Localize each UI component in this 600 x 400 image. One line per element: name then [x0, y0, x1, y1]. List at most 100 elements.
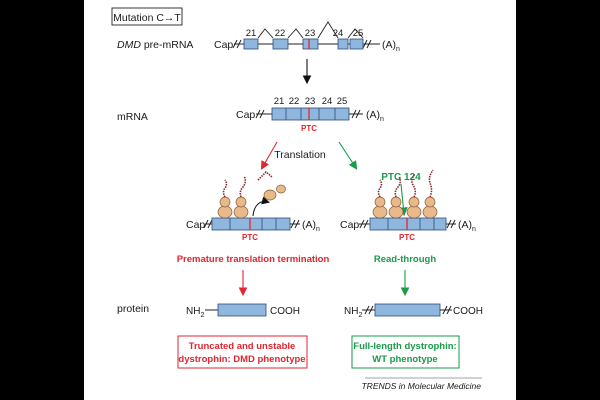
break-mark: [355, 109, 361, 119]
ribosome-large: [233, 205, 249, 219]
nascent-peptide: [428, 169, 434, 198]
exon-number: 25: [337, 96, 348, 107]
right-mrna-block: [369, 217, 447, 231]
pre-mrna-label: DMD pre-mRNA: [117, 39, 193, 51]
released-ribosome: [276, 184, 286, 194]
ribosome-small: [235, 196, 247, 208]
right-translation-complex: PTC 124 Cap (A)n PTC: [340, 169, 476, 242]
break-mark: [442, 305, 448, 315]
ribosome-large: [406, 205, 422, 219]
right-result-box: [351, 335, 460, 369]
ribosome-large: [217, 205, 233, 219]
cap-label-premrna: Cap: [214, 39, 233, 51]
left-mrna-block: [211, 217, 291, 231]
released-ribosome: [263, 189, 277, 201]
ptc-label-mrna: PTC: [301, 124, 317, 133]
nascent-peptide: [222, 179, 228, 198]
ribosome-small: [390, 196, 402, 208]
ptc124-arrow: [398, 183, 408, 217]
release-arrow: [252, 196, 270, 217]
polya-left: (A)n: [302, 219, 320, 233]
exon-number: 22: [275, 28, 286, 39]
exon-number: 25: [353, 28, 364, 39]
nascent-peptide: [377, 179, 383, 198]
released-peptide: [257, 170, 273, 181]
break-mark: [207, 219, 213, 229]
left-result-box: [177, 335, 308, 369]
intron-arc: [287, 28, 304, 39]
exon-21-premrna: [243, 38, 259, 50]
break-mark: [351, 109, 357, 119]
break-mark: [294, 219, 300, 229]
pre-mrna-suffix: pre-mRNA: [141, 39, 194, 51]
cooh-left: COOH: [270, 306, 300, 317]
full-length-protein-bar: [374, 303, 441, 317]
break-mark: [362, 39, 368, 49]
protein-row-label: protein: [117, 303, 149, 315]
break-mark: [232, 39, 238, 49]
break-mark: [366, 39, 372, 49]
left-result-line1: Truncated and unstable: [189, 341, 296, 352]
left-outcome-heading: Premature translation termination: [177, 254, 330, 265]
break-mark: [259, 109, 265, 119]
break-mark: [368, 305, 374, 315]
break-mark: [290, 219, 296, 229]
ribosome-small: [374, 196, 386, 208]
exon-number: 21: [274, 96, 285, 107]
right-result-line2: WT phenotype: [372, 354, 437, 365]
polya-right: (A)n: [458, 219, 476, 233]
mrna-row-label: mRNA: [117, 111, 148, 123]
exon-number: 24: [322, 96, 333, 107]
translation-label: Translation: [274, 149, 326, 161]
ribosome-small: [424, 196, 436, 208]
ribosome-large: [388, 205, 404, 219]
cap-label-right: Cap: [340, 219, 359, 231]
exon-number: 21: [246, 28, 257, 39]
right-outcome-heading: Read-through: [374, 254, 436, 265]
nascent-peptide: [411, 173, 417, 198]
left-result-line2: dystrophin: DMD phenotype: [178, 354, 305, 365]
left-translation-complex: Cap (A)n PTC: [186, 170, 320, 242]
nh2-right: NH2: [344, 306, 362, 319]
ribosome-small: [219, 196, 231, 208]
figure-canvas: [84, 0, 516, 400]
polya-mrna: (A)n: [366, 109, 384, 123]
ptc-label-right: PTC: [399, 233, 415, 242]
exon-number: 22: [289, 96, 300, 107]
translation-arrow-left: [260, 141, 278, 170]
intron-arc: [257, 28, 274, 39]
cap-label-mrna: Cap: [236, 109, 255, 121]
nascent-peptide: [394, 175, 402, 198]
credit-text: TRENDS in Molecular Medicine: [361, 381, 481, 391]
nh2-left: NH2: [186, 306, 204, 319]
exon-24-premrna: [337, 38, 349, 50]
ribosome-large: [372, 205, 388, 219]
break-mark: [364, 305, 370, 315]
pre-mrna-gene: DMD: [117, 39, 141, 51]
ribosome-small: [408, 196, 420, 208]
break-mark: [446, 305, 452, 315]
exon-23-premrna: [302, 38, 319, 50]
break-mark: [236, 39, 242, 49]
exon-number: 23: [305, 96, 316, 107]
break-mark: [359, 219, 365, 229]
translation-arrow-right: [338, 141, 358, 170]
truncated-protein-bar: [217, 303, 267, 317]
polya-premrna: (A)n: [382, 39, 400, 53]
ptc124-label: PTC 124: [381, 172, 421, 183]
exon-number: 24: [333, 28, 344, 39]
mutation-label: Mutation C→T: [113, 12, 181, 24]
break-mark: [450, 219, 456, 229]
break-mark: [446, 219, 452, 229]
cooh-right: COOH: [453, 306, 483, 317]
intron-arc: [317, 21, 339, 39]
exon-22-premrna: [272, 38, 289, 50]
ptc-label-left: PTC: [242, 233, 258, 242]
break-mark: [255, 109, 261, 119]
nascent-peptide: [239, 175, 247, 198]
exon-number: 23: [305, 28, 316, 39]
exon-25-premrna: [349, 38, 364, 50]
right-result-line1: Full-length dystrophin:: [353, 341, 456, 352]
break-mark: [203, 219, 209, 229]
